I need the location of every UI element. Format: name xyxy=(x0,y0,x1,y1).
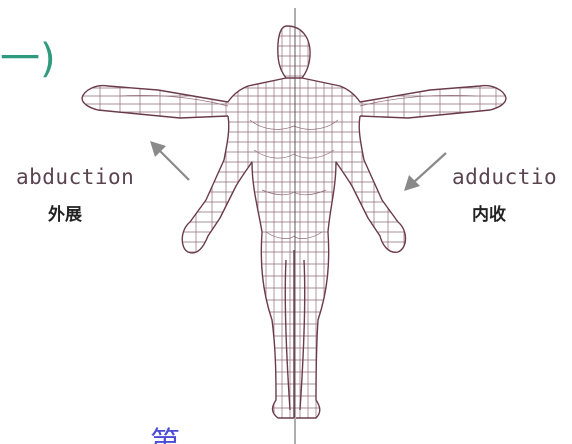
arrow-down-left-icon xyxy=(404,153,446,191)
abduction-term-en: abduction xyxy=(16,165,134,189)
arrow-up-left-icon xyxy=(150,141,189,180)
adduction-term-en: adductio xyxy=(452,165,557,189)
adduction-term-zh: 内收 xyxy=(472,200,506,225)
bottom-fragment-left: 第 xyxy=(150,418,180,444)
bottom-fragment-right: 、 xyxy=(366,418,396,444)
abduction-term-zh: 外展 xyxy=(48,200,82,225)
